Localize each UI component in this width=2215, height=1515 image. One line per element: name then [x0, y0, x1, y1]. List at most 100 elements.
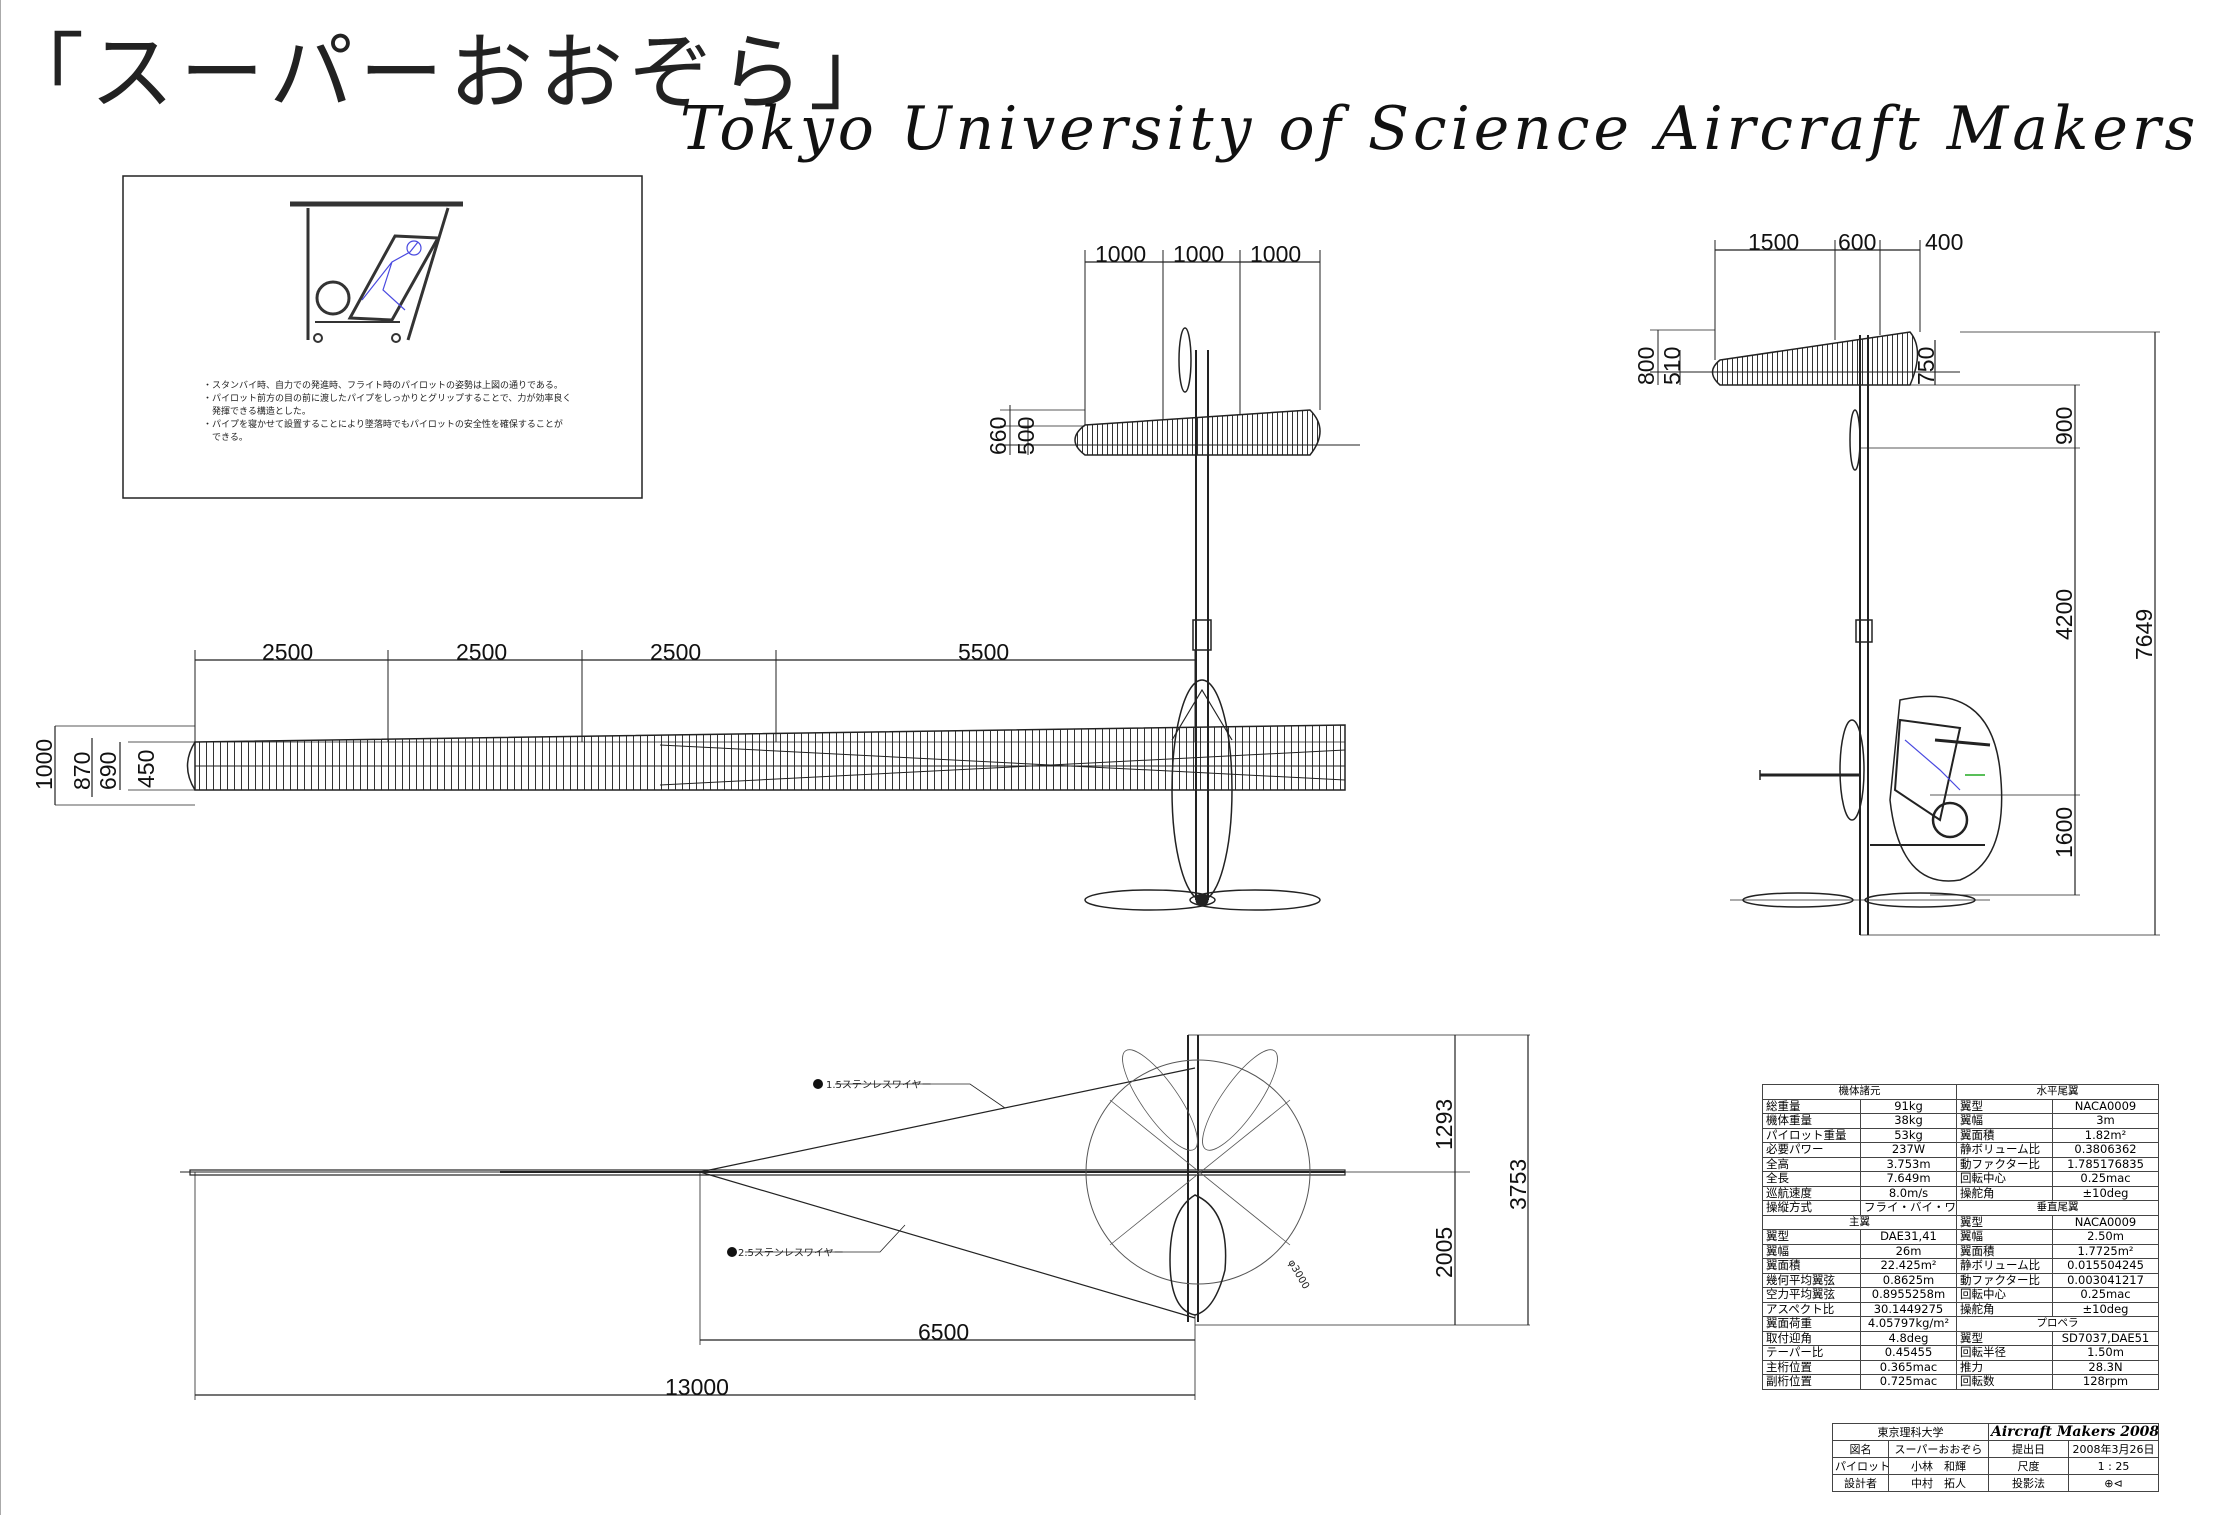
spec-label: 操縦方式	[1762, 1200, 1861, 1216]
spec-label: 必要パワー	[1762, 1142, 1861, 1158]
spec-label: 推力	[1956, 1359, 2053, 1375]
spec-label: 機体重量	[1762, 1113, 1861, 1129]
spec-value: 1.82m²	[2052, 1127, 2159, 1143]
spec-label: 巡航速度	[1762, 1185, 1861, 1201]
note-line-2: ・パイロット前方の目の前に渡したパイプをしっかりとグリップすることで、力が効率良…	[203, 392, 571, 404]
prop-diameter-label: φ3000	[1285, 1258, 1311, 1291]
side-dim-600: 600	[1838, 229, 1876, 255]
spec-label: 主桁位置	[1762, 1359, 1861, 1375]
wire-label-upper: 1.5ステンレスワイヤー	[826, 1080, 932, 1091]
spec-value: NACA0009	[2052, 1098, 2159, 1114]
spec-section-header: 水平尾翼	[1956, 1084, 2159, 1100]
spec-value: 22.425m²	[1860, 1258, 1957, 1274]
spec-label: 動ファクター比	[1956, 1272, 2053, 1288]
tail-dim-500: 500	[1013, 417, 1039, 455]
scale-value: 1 : 25	[2067, 1457, 2160, 1475]
note-line-5: できる。	[203, 432, 248, 443]
note-line-1: ・スタンバイ時、自力での発進時、フライト時のパイロットの姿勢は上図の通りである。	[203, 379, 563, 391]
top-dim-1293: 1293	[1431, 1099, 1457, 1150]
spec-value: 0.365mac	[1860, 1359, 1957, 1375]
spec-label: 回転半径	[1956, 1345, 2053, 1361]
tail-dim-1000-a: 1000	[1095, 241, 1146, 267]
spec-value: 53kg	[1860, 1127, 1957, 1143]
date-value: 2008年3月26日	[2067, 1440, 2160, 1458]
spec-label: 回転中心	[1956, 1287, 2053, 1303]
spec-value: 91kg	[1860, 1098, 1957, 1114]
front-dim-2500-a: 2500	[262, 639, 313, 665]
spec-label: パイロット重量	[1762, 1127, 1861, 1143]
side-view	[1650, 240, 2160, 936]
spec-label: 空力平均翼弦	[1762, 1287, 1861, 1303]
spec-value: 7.649m	[1860, 1171, 1957, 1187]
spec-label: 翼幅	[1762, 1243, 1861, 1259]
top-dim-2005: 2005	[1431, 1227, 1457, 1278]
spec-label: テーパー比	[1762, 1345, 1861, 1361]
drawing-name: スーパーおおぞら	[1888, 1440, 1989, 1458]
spec-label: 回転中心	[1956, 1171, 2053, 1187]
spec-value: 0.8625m	[1860, 1272, 1957, 1288]
spec-value: 1.50m	[2052, 1345, 2159, 1361]
spec-row: 機体諸元水平尾翼	[1762, 1084, 2159, 1100]
spec-label: 全高	[1762, 1156, 1861, 1172]
wire-marker-upper	[813, 1079, 823, 1089]
side-dim-800: 800	[1633, 347, 1659, 385]
spec-value: 2.50m	[2052, 1229, 2159, 1245]
spec-section-header: 主翼	[1762, 1214, 1957, 1230]
side-dim-400: 400	[1925, 229, 1963, 255]
spec-label: 翼型	[1956, 1098, 2053, 1114]
spec-value: 30.1449275	[1860, 1301, 1957, 1317]
title-block: 東京理科大学 Aircraft Makers 2008 図名 スーパーおおぞら …	[1832, 1423, 2160, 1492]
spec-value: 26m	[1860, 1243, 1957, 1259]
spec-value: 237W	[1860, 1142, 1957, 1158]
tail-dim-1000-b: 1000	[1173, 241, 1224, 267]
front-dim-690: 690	[95, 752, 121, 790]
spec-label: 操舵角	[1956, 1185, 2053, 1201]
spec-value: 3.753m	[1860, 1156, 1957, 1172]
spec-value: 0.8955258m	[1860, 1287, 1957, 1303]
spec-section-header: プロペラ	[1956, 1316, 2159, 1332]
spec-label: 翼面積	[1956, 1127, 2053, 1143]
spec-label: 総重量	[1762, 1098, 1861, 1114]
date-label: 提出日	[1988, 1440, 2069, 1458]
designer-name: 中村 拓人	[1888, 1474, 1989, 1492]
title-english: Tokyo University of Science Aircraft Mak…	[680, 94, 2200, 164]
spec-value: ±10deg	[2052, 1301, 2159, 1317]
spec-label: 操舵角	[1956, 1301, 2053, 1317]
note-box-frame	[122, 175, 643, 499]
school-name: 東京理科大学	[1832, 1423, 1989, 1441]
spec-value: 4.05797kg/m²	[1860, 1316, 1957, 1332]
spec-value: 8.0m/s	[1860, 1185, 1957, 1201]
side-dim-7649: 7649	[2131, 609, 2157, 660]
spec-label: 翼型	[1956, 1214, 2053, 1230]
side-dim-1600: 1600	[2051, 807, 2077, 858]
spec-label: 翼幅	[1956, 1113, 2053, 1129]
side-dim-510: 510	[1659, 347, 1685, 385]
spec-value: 128rpm	[2052, 1374, 2159, 1390]
spec-value: 0.725mac	[1860, 1374, 1957, 1390]
spec-value: ±10deg	[2052, 1185, 2159, 1201]
note-line-4: ・パイプを寝かせて設置することにより墜落時でもパイロットの安全性を確保することが	[203, 418, 563, 430]
spec-label: アスペクト比	[1762, 1301, 1861, 1317]
spec-label: 静ボリューム比	[1956, 1258, 2053, 1274]
pilot-name: 小林 和輝	[1888, 1457, 1989, 1475]
spec-value: DAE31,41	[1860, 1229, 1957, 1245]
projection-label: 投影法	[1988, 1474, 2069, 1492]
front-dim-5500: 5500	[958, 639, 1009, 665]
front-dim-870: 870	[69, 752, 95, 790]
